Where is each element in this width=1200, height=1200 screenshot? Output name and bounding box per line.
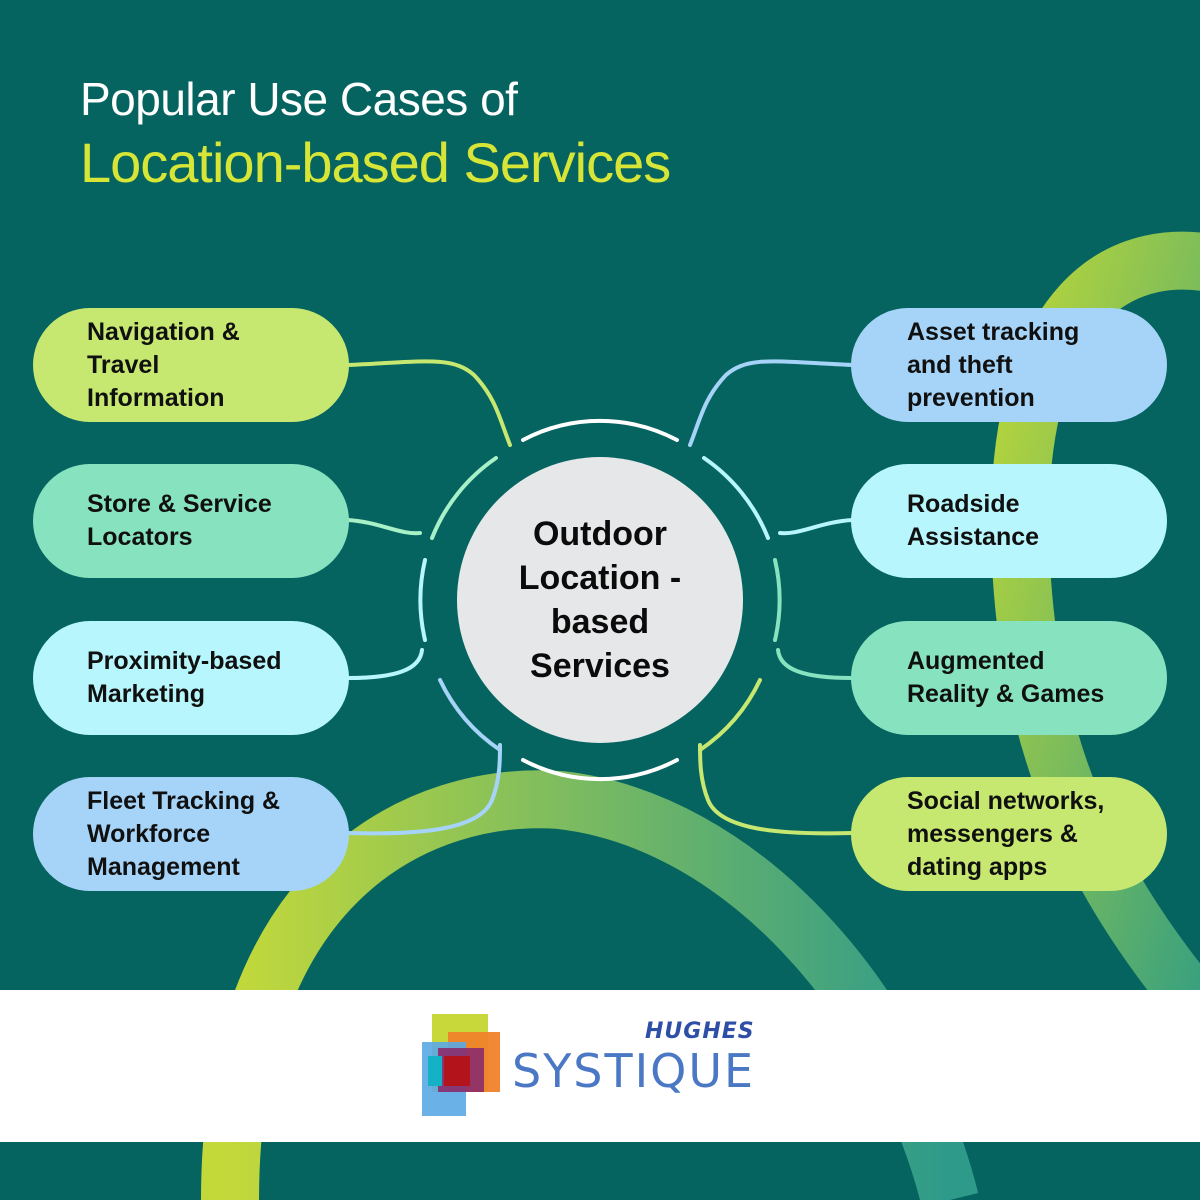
ring-arc-lower-right	[698, 678, 762, 752]
connector-proximity	[346, 648, 424, 680]
ring-arc-bottom	[521, 758, 679, 781]
use-case-social-networks: Social networks, messengers & dating app…	[851, 777, 1167, 891]
connector-social	[698, 743, 854, 836]
use-case-label: Roadside Assistance	[907, 490, 1040, 551]
connector-ar	[776, 648, 854, 680]
connector-fleet	[346, 743, 502, 836]
connector-asset	[688, 359, 854, 447]
connector-roadside	[778, 518, 854, 536]
ring-arc-left	[418, 558, 427, 642]
ring-arc-lower-left	[438, 678, 502, 752]
use-case-label: Asset tracking and theft prevention	[907, 317, 1080, 412]
ring-arc-top	[521, 419, 679, 442]
center-hub-label: Outdoor Location - based Services	[518, 515, 682, 685]
ring-arc-upper-left	[430, 456, 498, 540]
use-case-navigation: Navigation & Travel Information	[33, 308, 349, 422]
ring-arc-upper-right	[702, 456, 770, 540]
title-line-1: Popular Use Cases of	[80, 73, 518, 125]
use-case-label: Social networks, messengers & dating app…	[907, 786, 1105, 881]
hughes-systique-logo-icon	[422, 1014, 500, 1116]
center-hub: Outdoor Location - based Services	[457, 457, 743, 743]
use-case-label: Augmented Reality & Games	[907, 647, 1105, 708]
use-case-fleet-tracking: Fleet Tracking & Workforce Management	[33, 777, 349, 891]
use-case-augmented-reality: Augmented Reality & Games	[851, 621, 1167, 735]
logo-brand-main: SYSTIQUE	[512, 1044, 756, 1098]
logo-brand-top: HUGHES	[645, 1019, 755, 1044]
use-case-store-locators: Store & Service Locators	[33, 464, 349, 578]
use-case-proximity-marketing: Proximity-based Marketing	[33, 621, 349, 735]
use-case-label: Store & Service Locators	[87, 490, 272, 551]
use-case-asset-tracking: Asset tracking and theft prevention	[851, 308, 1167, 422]
use-case-label: Fleet Tracking & Workforce Management	[87, 786, 281, 881]
ring-arc-right	[773, 558, 782, 642]
use-case-label: Navigation & Travel Information	[87, 317, 240, 412]
use-case-label: Proximity-based Marketing	[87, 647, 282, 708]
footer-bar	[0, 990, 1200, 1142]
title-line-2: Location-based Services	[80, 131, 671, 194]
connector-navigation	[346, 359, 512, 447]
connector-store	[346, 518, 422, 536]
use-case-roadside-assistance: Roadside Assistance	[851, 464, 1167, 578]
